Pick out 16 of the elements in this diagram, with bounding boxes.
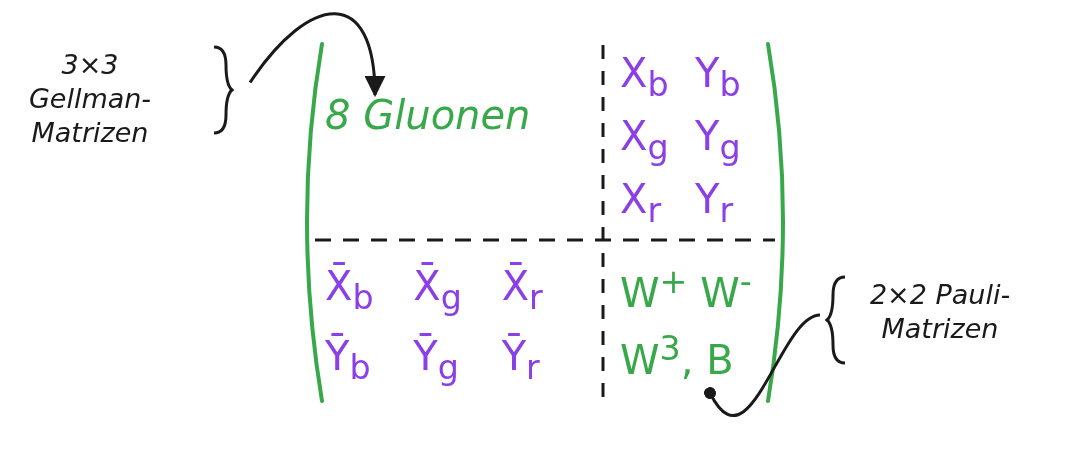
annotation-text: 2×2 Pauli-Matrizen (869, 279, 1011, 344)
matrix-entry: Y$_{g}$ (695, 115, 741, 165)
matrix-entry: Y$_{b}$ (695, 51, 741, 102)
arrow (248, 12, 385, 98)
matrix-entry: Ȳ$_{b}$ (325, 335, 371, 385)
matrix-entry: X$_{b}$ (620, 51, 669, 102)
annotation-text: 3×3 Gellman-Matrizen (28, 49, 152, 148)
matrix-entry: X$_{r}$ (620, 178, 662, 229)
matrix-entry: W$^{+}$ W$^{-}$ (620, 263, 752, 314)
matrix-entry: 8 Gluonen (325, 95, 531, 135)
matrix-entry: W$^{3}$, B (620, 331, 734, 382)
matrix-entry: X$_{g}$ (620, 115, 669, 165)
matrix-entry: Ȳ$_{g}$ (413, 335, 459, 385)
matrix-entry: Ȳ$_{r}$ (501, 335, 540, 385)
matrix-entry: Y$_{r}$ (695, 178, 734, 229)
leader-line (704, 313, 821, 417)
